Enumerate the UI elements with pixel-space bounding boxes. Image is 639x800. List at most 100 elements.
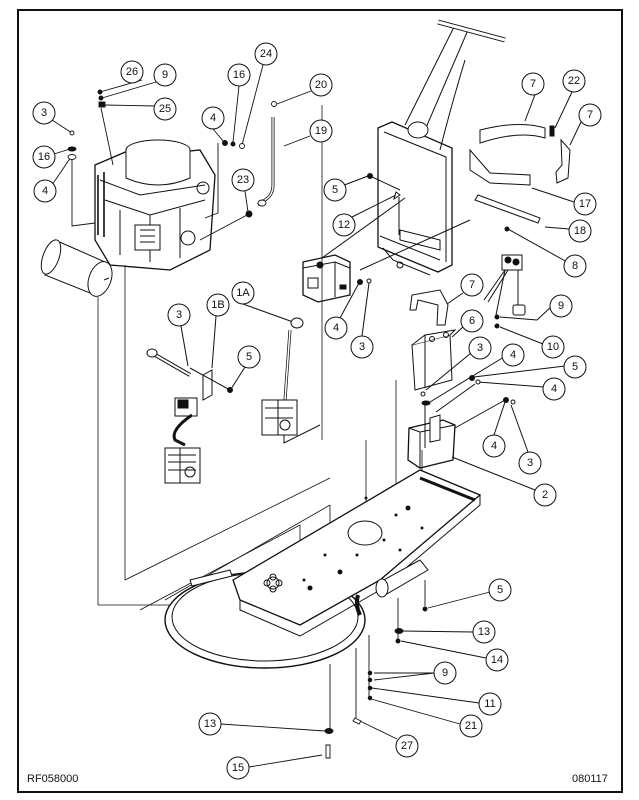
callout-label: 3 bbox=[527, 457, 533, 469]
callout-17: 17 bbox=[573, 192, 597, 216]
callout-7: 7 bbox=[578, 103, 602, 127]
callout-label: 13 bbox=[478, 626, 490, 638]
callout-16: 16 bbox=[227, 63, 251, 87]
callout-balloon bbox=[237, 345, 261, 369]
callout-balloon bbox=[468, 336, 492, 360]
callout-3: 3 bbox=[350, 335, 374, 359]
callout-label: 7 bbox=[530, 78, 536, 90]
callout-balloon bbox=[488, 578, 512, 602]
callout-label: 18 bbox=[574, 225, 586, 237]
callout-balloon bbox=[167, 303, 191, 327]
callout-balloon bbox=[324, 316, 348, 340]
callout-7: 7 bbox=[521, 72, 545, 96]
callout-label: 23 bbox=[237, 174, 249, 186]
callout-3: 3 bbox=[167, 303, 191, 327]
callout-balloon bbox=[153, 97, 177, 121]
callout-1B: 1B bbox=[206, 293, 230, 317]
callout-10: 10 bbox=[541, 335, 565, 359]
callout-balloon bbox=[332, 213, 356, 237]
callout-6: 6 bbox=[460, 309, 484, 333]
callout-label: 3 bbox=[477, 342, 483, 354]
callout-balloon bbox=[198, 712, 222, 736]
callout-3: 3 bbox=[468, 336, 492, 360]
callout-balloon bbox=[518, 451, 542, 475]
callout-21: 21 bbox=[459, 714, 483, 738]
callout-balloon bbox=[563, 355, 587, 379]
engine bbox=[94, 139, 216, 271]
callout-5: 5 bbox=[563, 355, 587, 379]
callout-20: 20 bbox=[309, 73, 333, 97]
callout-9: 9 bbox=[549, 294, 573, 318]
callout-11: 11 bbox=[478, 692, 502, 716]
callout-label: 7 bbox=[469, 279, 475, 291]
callout-balloon bbox=[533, 483, 557, 507]
callout-4: 4 bbox=[201, 106, 225, 130]
callout-label: 4 bbox=[551, 383, 557, 395]
callout-balloon bbox=[472, 620, 496, 644]
callout-label: 16 bbox=[38, 151, 50, 163]
callout-label: 4 bbox=[42, 185, 48, 197]
callout-balloon bbox=[120, 60, 144, 84]
callout-label: 4 bbox=[333, 322, 339, 334]
callout-balloon bbox=[33, 179, 57, 203]
callout-4: 4 bbox=[482, 434, 506, 458]
callout-label: 24 bbox=[260, 48, 272, 60]
callout-15: 15 bbox=[226, 756, 250, 780]
callout-label: 26 bbox=[126, 66, 138, 78]
callout-balloon bbox=[568, 219, 592, 243]
callout-balloon bbox=[201, 106, 225, 130]
battery-box bbox=[407, 352, 566, 491]
regulator-assembly bbox=[146, 303, 321, 484]
callout-label: 5 bbox=[497, 584, 503, 596]
callout-27: 27 bbox=[395, 734, 419, 758]
callout-balloon bbox=[563, 254, 587, 278]
callout-balloon bbox=[482, 434, 506, 458]
switch-assembly bbox=[483, 254, 553, 345]
callout-label: 1A bbox=[236, 287, 250, 299]
callout-label: 4 bbox=[210, 112, 216, 124]
callout-19: 19 bbox=[309, 119, 333, 143]
callout-balloon bbox=[521, 72, 545, 96]
callout-label: 5 bbox=[332, 184, 338, 196]
callout-4: 4 bbox=[33, 179, 57, 203]
callout-balloon bbox=[395, 734, 419, 758]
callout-balloon bbox=[254, 42, 278, 66]
callout-balloon bbox=[478, 692, 502, 716]
callout-label: 16 bbox=[233, 69, 245, 81]
callout-balloon bbox=[206, 293, 230, 317]
callout-12: 12 bbox=[332, 213, 356, 237]
callout-16: 16 bbox=[32, 145, 56, 169]
callout-balloon bbox=[323, 178, 347, 202]
callout-balloon bbox=[32, 145, 56, 169]
callout-balloon bbox=[549, 294, 573, 318]
date-code: 080117 bbox=[572, 773, 608, 785]
callout-7: 7 bbox=[460, 273, 484, 297]
drawing-number: RF058000 bbox=[27, 773, 79, 785]
callout-label: 5 bbox=[246, 351, 252, 363]
callout-balloon bbox=[153, 63, 177, 87]
callout-26: 26 bbox=[120, 60, 144, 84]
callout-1A: 1A bbox=[231, 281, 255, 305]
callout-balloon bbox=[459, 714, 483, 738]
callout-8: 8 bbox=[563, 254, 587, 278]
callout-label: 5 bbox=[572, 361, 578, 373]
callout-balloon bbox=[578, 103, 602, 127]
callout-balloon bbox=[433, 661, 457, 685]
deck bbox=[164, 469, 482, 669]
muffler bbox=[40, 239, 113, 297]
drawing-border bbox=[17, 9, 623, 793]
callout-18: 18 bbox=[568, 219, 592, 243]
callout-22: 22 bbox=[562, 69, 586, 93]
callout-balloon bbox=[350, 335, 374, 359]
callout-balloon bbox=[541, 335, 565, 359]
callout-label: 9 bbox=[442, 667, 448, 679]
callout-25: 25 bbox=[153, 97, 177, 121]
callout-balloon bbox=[231, 281, 255, 305]
callout-balloon bbox=[231, 168, 255, 192]
callout-balloon bbox=[226, 756, 250, 780]
callout-label: 2 bbox=[542, 489, 548, 501]
callout-9: 9 bbox=[433, 661, 457, 685]
callout-label: 6 bbox=[469, 315, 475, 327]
callout-label: 22 bbox=[568, 75, 580, 87]
